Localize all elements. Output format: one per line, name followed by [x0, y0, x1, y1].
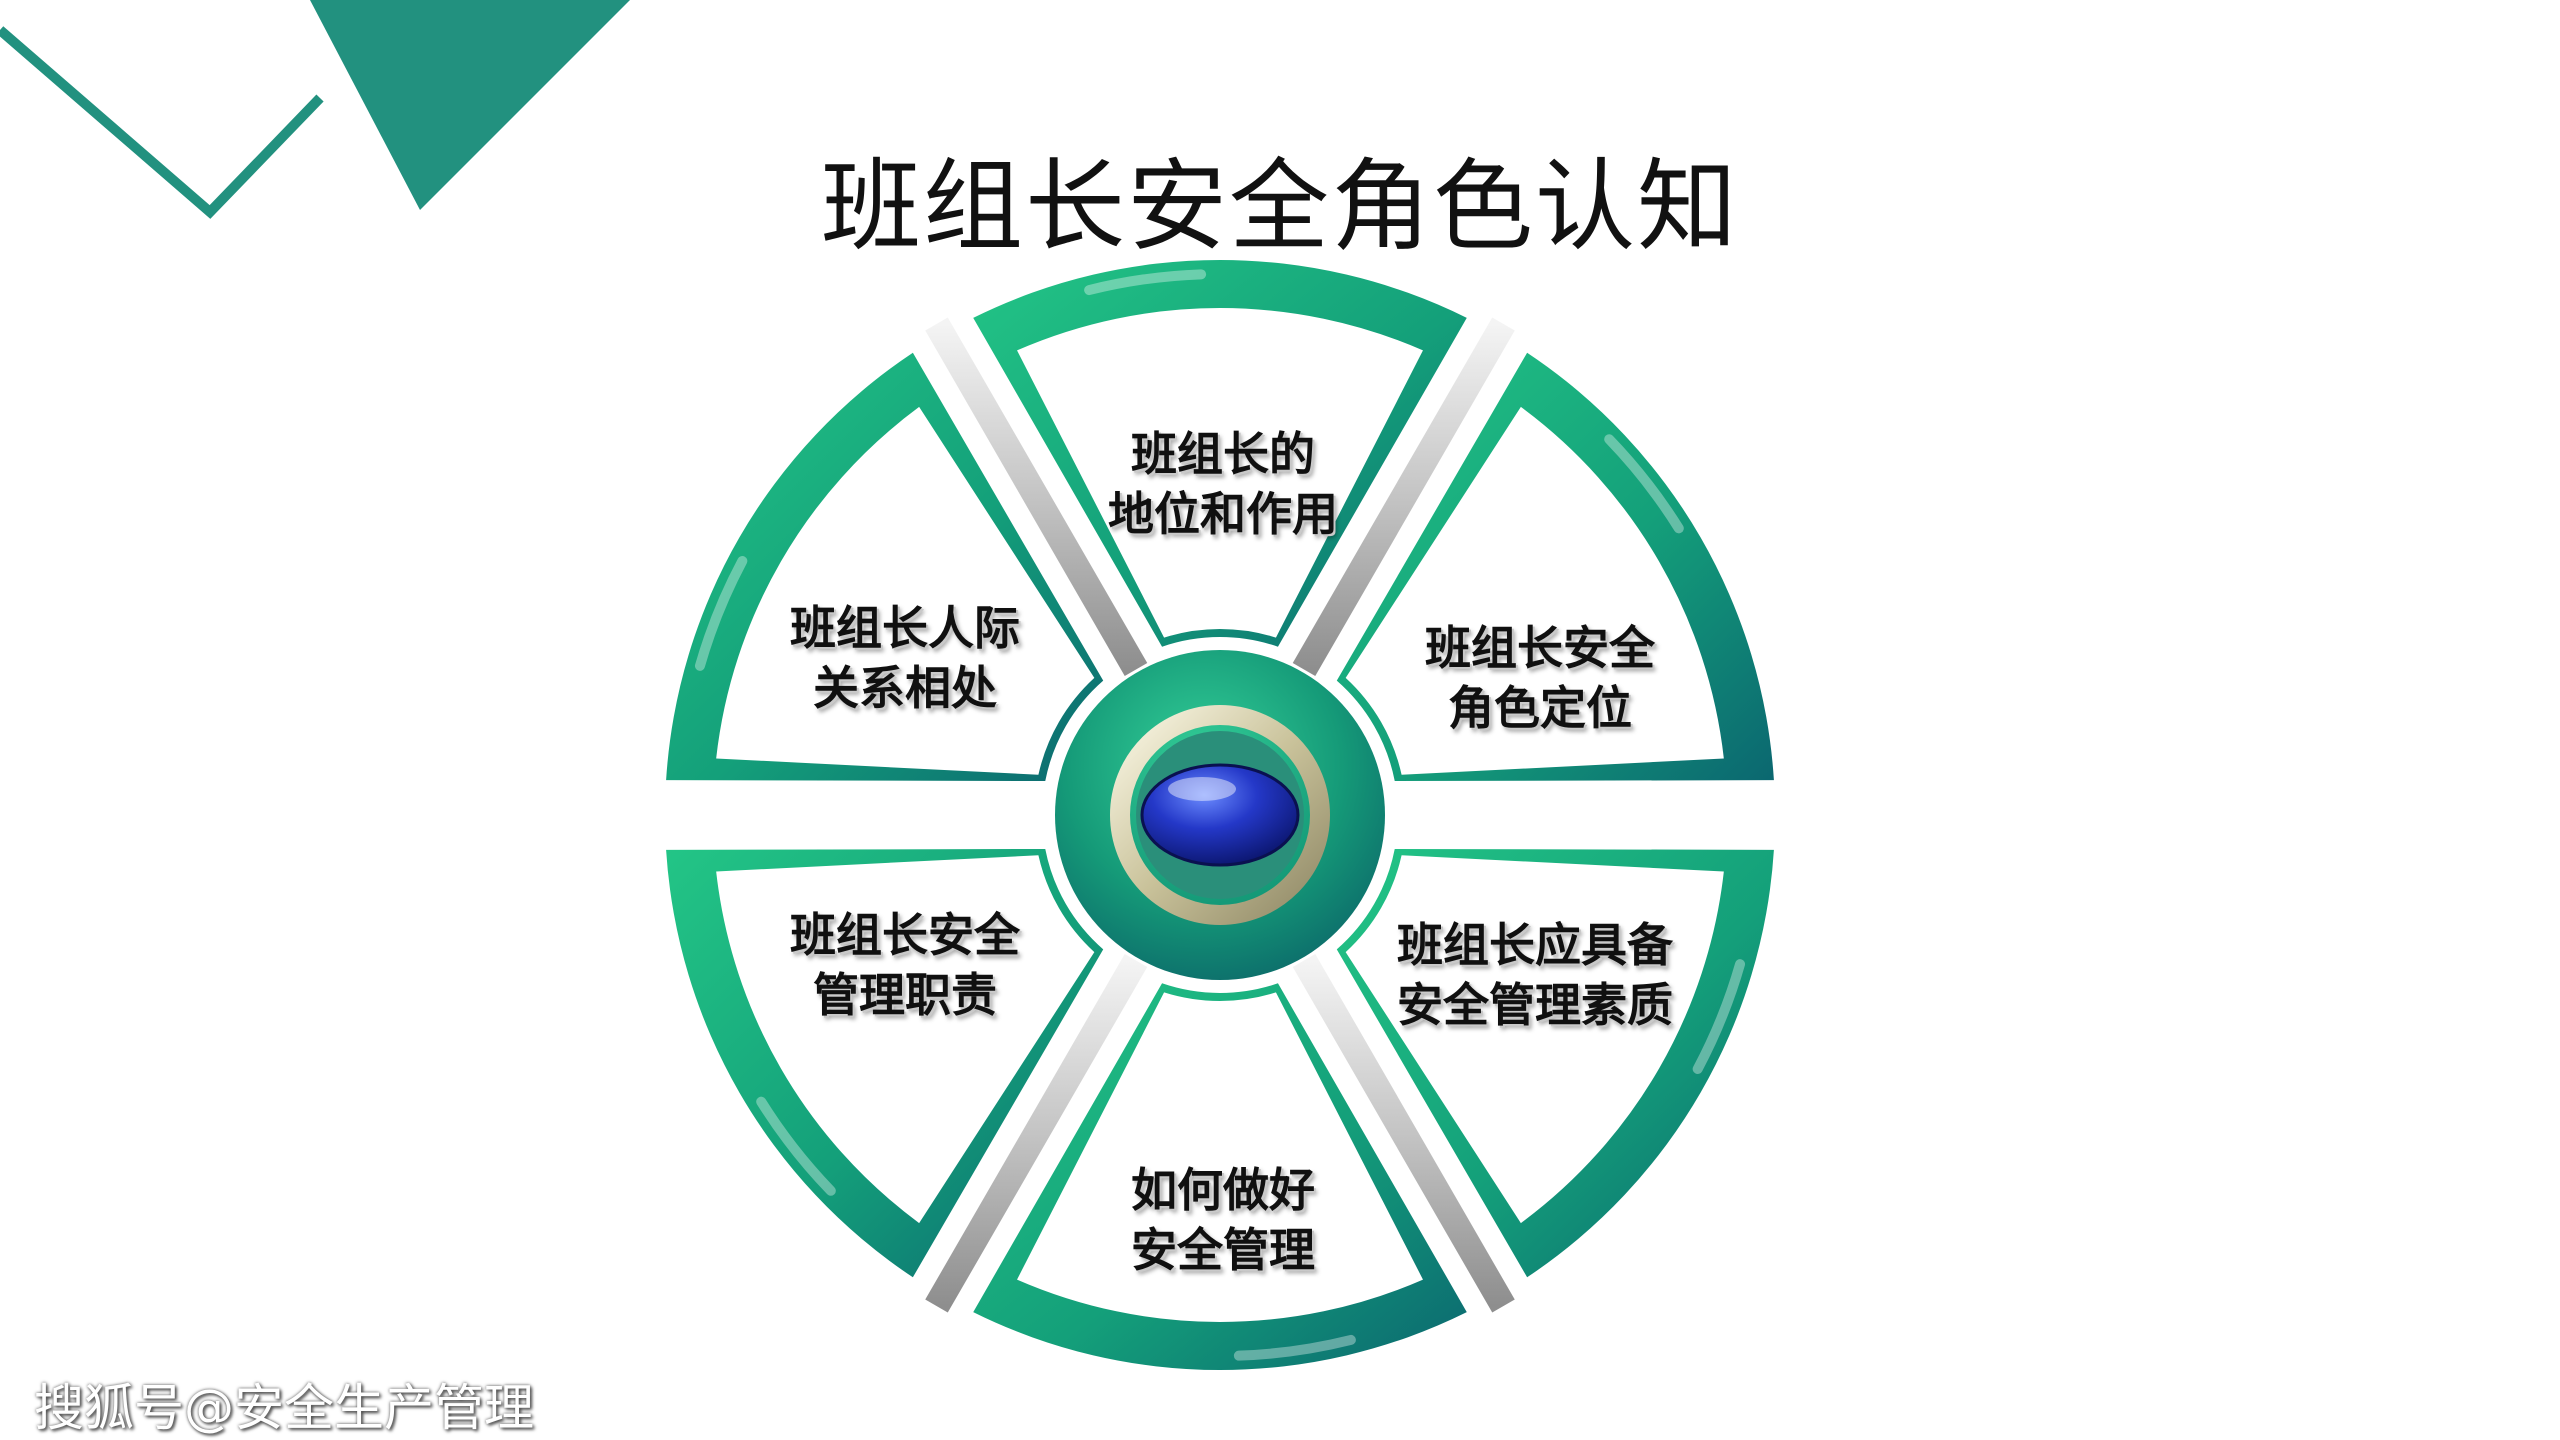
segment-panel-bottom [1017, 992, 1423, 1322]
page-title: 班组长安全角色认知 [821, 148, 1739, 265]
corner-triangle-fill [310, 0, 630, 210]
spoke-bar-1 [1292, 317, 1515, 677]
segment-label-line1: 班组长安全 [1425, 621, 1655, 675]
segment-panel-top [1017, 307, 1423, 638]
segment-label-line1: 班组长的 [1131, 427, 1315, 481]
segment-label-line2: 关系相处 [813, 661, 997, 715]
spoke-bar-4 [925, 953, 1148, 1313]
hub-gem [1140, 763, 1300, 867]
segment-label-line1: 班组长应具备 [1397, 918, 1673, 972]
segment-highlight-lower-left [756, 1096, 836, 1196]
segment-label-line2: 管理职责 [813, 968, 997, 1022]
segment-panel-upper-left [716, 406, 1095, 775]
segment-label-upper-right[interactable]: 班组长安全 角色定位 [1370, 618, 1710, 738]
segment-label-bottom[interactable]: 如何做好 安全管理 [1053, 1160, 1393, 1280]
segment-panel-lower-left [716, 855, 1095, 1224]
hub-ring [1110, 705, 1330, 925]
segment-highlight-upper-right [1604, 434, 1684, 534]
spoke-bar-3 [1292, 953, 1515, 1313]
segment-label-line1: 班组长安全 [790, 908, 1020, 962]
segment-label-line2: 角色定位 [1448, 681, 1632, 735]
segment-label-line1: 班组长人际 [790, 601, 1020, 655]
segment-label-line1: 如何做好 [1131, 1163, 1315, 1217]
segment-label-lower-left[interactable]: 班组长安全 管理职责 [735, 905, 1075, 1025]
spoke-bar-0 [925, 317, 1148, 677]
role-wheel [653, 260, 1787, 1370]
hub-gem-highlight [1168, 777, 1236, 801]
segment-panel-upper-right [1345, 406, 1724, 775]
corner-triangle-outline [0, 26, 324, 219]
segment-highlight-upper-left [694, 556, 748, 671]
segment-highlight-lower-right [1692, 959, 1746, 1074]
segment-label-upper-left[interactable]: 班组长人际 关系相处 [735, 598, 1075, 718]
segment-panel-lower-right [1345, 855, 1724, 1224]
segment-label-top[interactable]: 班组长的 地位和作用 [1053, 424, 1393, 544]
segment-label-line2: 安全管理素质 [1397, 978, 1673, 1032]
segment-label-line2: 地位和作用 [1108, 487, 1338, 541]
segment-label-lower-right[interactable]: 班组长应具备 安全管理素质 [1365, 915, 1705, 1035]
segment-highlight-bottom [1233, 1334, 1356, 1361]
watermark: 搜狐号@安全生产管理 [34, 1379, 534, 1437]
segment-highlight-top [1084, 269, 1207, 296]
segment-label-line2: 安全管理 [1131, 1223, 1315, 1277]
